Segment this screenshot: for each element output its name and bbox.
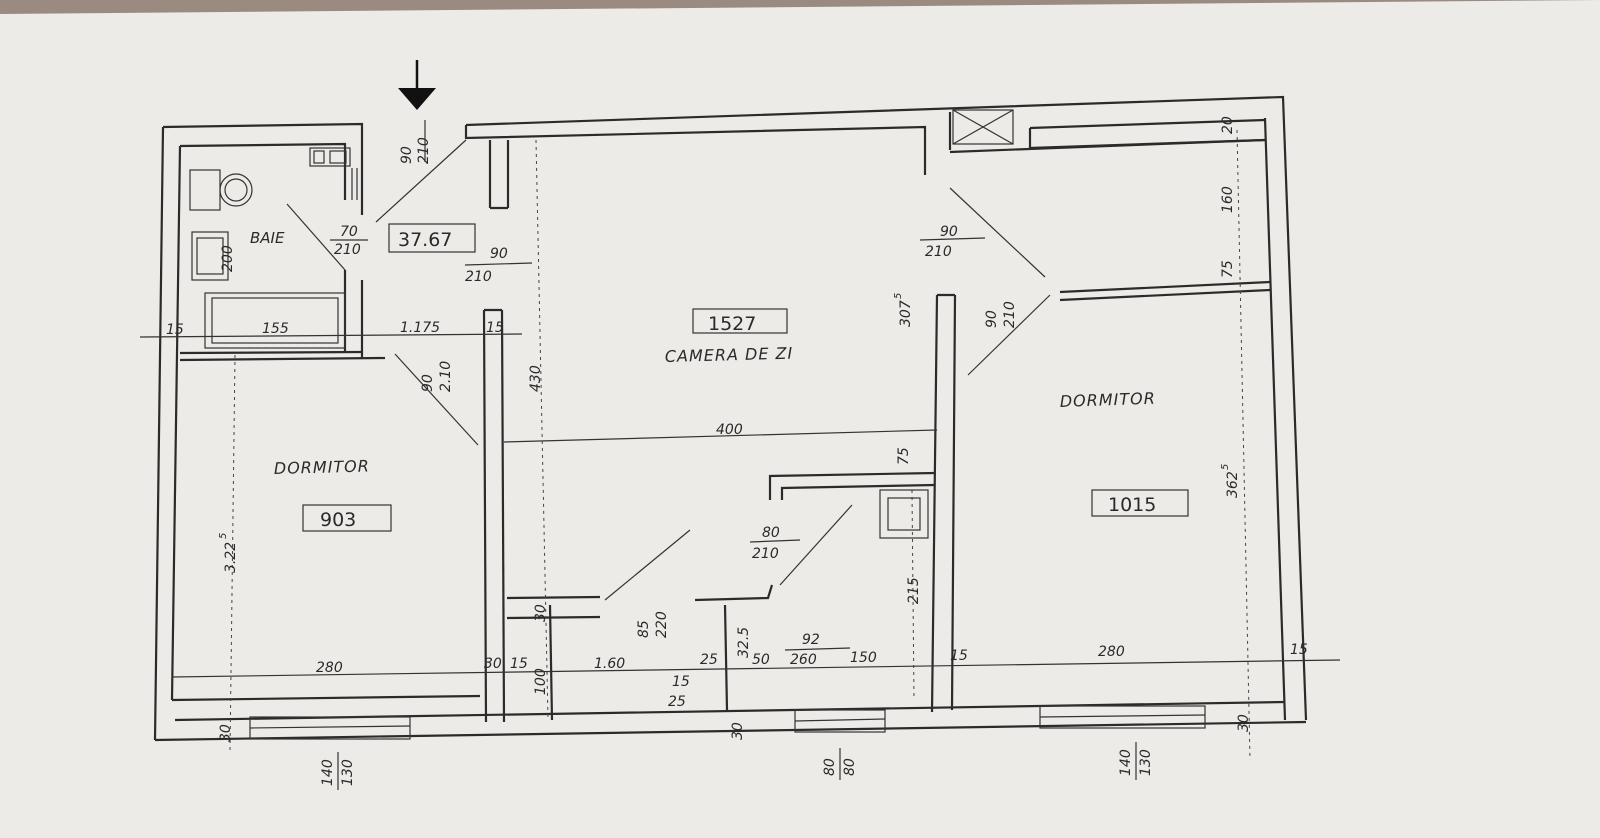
bed-left-label: DORMITOR <box>274 456 371 478</box>
svg-text:140: 140 <box>320 759 336 786</box>
svg-text:90: 90 <box>984 310 1000 328</box>
dim-155: 155 <box>262 321 289 337</box>
svg-text:90: 90 <box>420 374 436 392</box>
dim-30-c: 30 <box>218 724 234 742</box>
dim-15-c: 15 <box>510 656 528 672</box>
dim-15-left: 15 <box>166 322 184 338</box>
dim-30-d: 30 <box>730 722 746 740</box>
svg-text:90: 90 <box>399 146 415 164</box>
svg-text:210: 210 <box>416 137 432 164</box>
dim-160b: 1.60 <box>594 656 625 672</box>
svg-text:140: 140 <box>1118 749 1134 776</box>
dim-30-a: 30 <box>484 656 502 672</box>
living-room-label: CAMERA DE ZI <box>665 344 794 366</box>
living-area-box <box>692 308 788 334</box>
bed-left-area: 903 <box>320 509 356 531</box>
dim-15-center: 15 <box>486 320 504 336</box>
dim-75-kitchen: 75 <box>896 447 912 465</box>
dim-50: 50 <box>752 652 770 668</box>
dim-15-f: 15 <box>672 674 690 690</box>
dim-215: 215 <box>906 577 922 604</box>
bed-right-area: 1015 <box>1108 494 1156 516</box>
bed-right-label: DORMITOR <box>1059 389 1156 411</box>
svg-text:130: 130 <box>1138 749 1154 776</box>
dim-280-right: 280 <box>1098 644 1125 660</box>
dim-20: 20 <box>1220 116 1236 134</box>
interior-walls <box>179 270 1271 723</box>
dim-25-b: 25 <box>668 694 686 710</box>
svg-text:5: 5 <box>1220 464 1231 470</box>
dim-1175: 1.175 <box>400 320 440 336</box>
dim-160: 160 <box>1220 186 1236 213</box>
door-label-pantry: 85 220 <box>636 611 670 638</box>
bed-right-area-box <box>1091 489 1189 517</box>
svg-text:3.22: 3.22 <box>223 542 239 573</box>
sink-icon <box>309 147 358 200</box>
dim-75-right: 75 <box>1220 260 1236 278</box>
toilet-icon <box>189 169 253 211</box>
door-label-bottom-h: 260 <box>790 652 817 668</box>
ventilation-shaft-icon <box>952 109 1014 145</box>
window-dim-1: 140 130 <box>320 752 356 790</box>
dim-30-b: 30 <box>533 604 549 622</box>
dim-15-d: 15 <box>950 648 968 664</box>
door-label-kitchen-h: 210 <box>752 546 779 562</box>
svg-text:85: 85 <box>636 620 652 638</box>
dim-400: 400 <box>716 422 743 438</box>
dimension-lines <box>139 129 1341 761</box>
window-dim-3: 140 130 <box>1118 742 1154 780</box>
bath-label: BAIE <box>250 229 285 247</box>
entry-arrow-icon <box>398 60 436 110</box>
svg-text:2.10: 2.10 <box>438 361 454 392</box>
svg-text:307: 307 <box>898 300 914 327</box>
svg-text:362: 362 <box>1225 471 1241 498</box>
stove-icon <box>879 489 929 539</box>
dim-25-a: 25 <box>700 652 718 668</box>
dim-3225: 3.22 5 <box>218 533 239 573</box>
total-area-box <box>388 223 476 253</box>
svg-text:5: 5 <box>893 293 904 299</box>
door-label-hall-h: 210 <box>465 269 492 285</box>
dim-100: 100 <box>533 668 549 695</box>
svg-text:220: 220 <box>654 611 670 638</box>
bathtub-icon <box>191 231 346 349</box>
dim-15-e: 15 <box>1290 642 1308 658</box>
dim-325: 32.5 <box>736 627 752 658</box>
outer-walls <box>153 95 1308 742</box>
door-label-right-top-w: 90 <box>940 224 958 240</box>
svg-text:130: 130 <box>340 759 356 786</box>
door-label-bed-left: 90 2.10 <box>420 361 454 392</box>
door-label-bath-h: 210 <box>334 242 361 258</box>
door-label-entry: 90 210 <box>399 137 432 164</box>
dim-200: 200 <box>220 245 236 272</box>
dim-430: 430 <box>528 365 544 392</box>
window-dim-2: 80 80 <box>822 748 858 780</box>
dim-3075: 307 5 <box>893 293 914 327</box>
svg-text:5: 5 <box>218 533 229 539</box>
dim-150: 150 <box>850 650 877 666</box>
svg-text:210: 210 <box>1002 301 1018 328</box>
svg-text:80: 80 <box>842 758 858 776</box>
door-label-right-top-h: 210 <box>925 244 952 260</box>
door-swings <box>286 139 1051 601</box>
dim-3625: 362 5 <box>1220 464 1241 498</box>
door-label-bottom-w: 92 <box>802 632 820 648</box>
svg-text:80: 80 <box>822 758 838 776</box>
living-area: 1527 <box>708 313 756 335</box>
total-area: 37.67 <box>398 229 452 251</box>
dim-280-left: 280 <box>316 660 343 676</box>
door-label-right-mid: 90 210 <box>984 301 1018 328</box>
door-label-hall-w: 90 <box>490 246 508 262</box>
windows <box>249 705 1206 740</box>
bed-left-area-box <box>302 504 392 532</box>
door-label-bath-w: 70 <box>340 224 358 240</box>
door-label-kitchen-w: 80 <box>762 525 780 541</box>
dim-30-e: 30 <box>1236 714 1252 732</box>
